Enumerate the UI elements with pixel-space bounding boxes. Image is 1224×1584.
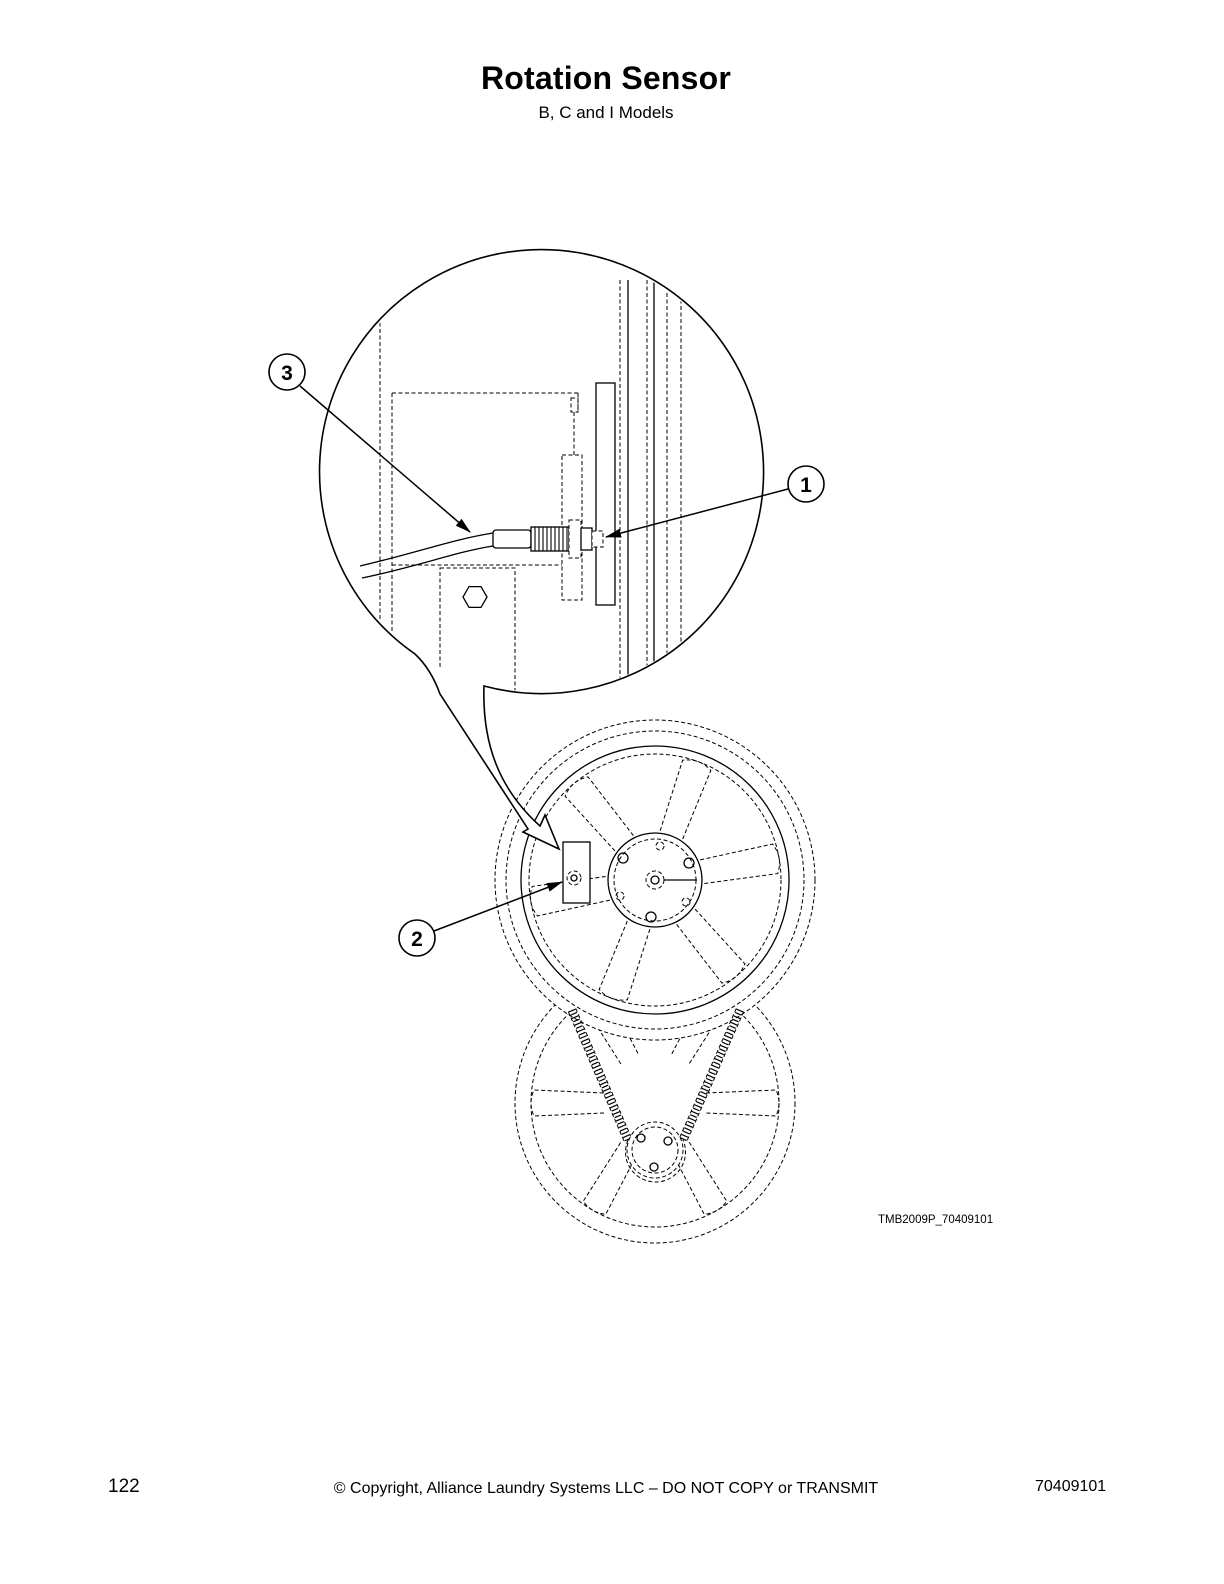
frame-structure: [379, 280, 682, 692]
sensor-target-bracket: [562, 841, 591, 904]
pulley-spokes: [530, 759, 780, 1001]
document-number: 70409101: [1035, 1478, 1107, 1495]
sensor-cable: [359, 532, 494, 579]
callout-2: 2: [398, 881, 563, 957]
copyright-notice: © Copyright, Alliance Laundry Systems LL…: [333, 1480, 879, 1497]
drawing-id: TMB2009P_70409101: [878, 1214, 993, 1226]
leader-line-2: [433, 881, 563, 932]
rotation-sensor: [492, 519, 604, 559]
leader-line-3: [299, 385, 471, 533]
page-subtitle: B, C and I Models: [538, 103, 674, 122]
callout-2-label: 2: [411, 928, 423, 951]
detail-view: [359, 280, 682, 692]
callout-1-label: 1: [800, 474, 812, 497]
callout-1: 1: [605, 465, 825, 538]
leader-line-1: [605, 488, 789, 538]
page-number: 122: [108, 1476, 140, 1497]
pulley-hub: [607, 832, 703, 928]
callout-3: 3: [268, 353, 471, 533]
motor-pulley: [625, 1121, 686, 1183]
drive-pulley: [494, 719, 816, 1041]
page-title: Rotation Sensor: [480, 60, 732, 96]
callout-3-label: 3: [281, 362, 293, 385]
drive-belt: [567, 1008, 745, 1142]
hex-nut-icon: [462, 585, 488, 609]
